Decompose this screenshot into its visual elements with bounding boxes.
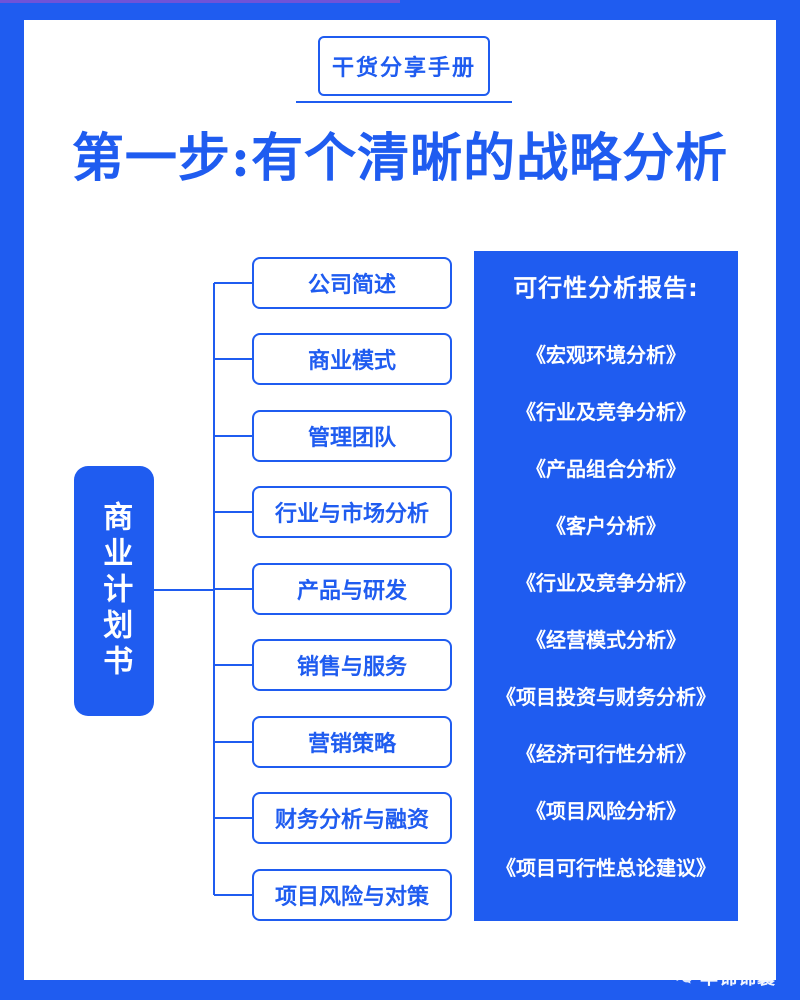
branch-product-rd: 产品与研发 (252, 563, 452, 615)
branch-business-model: 商业模式 (252, 333, 452, 385)
report-item: 《产品组合分析》 (526, 457, 686, 481)
report-item: 《经营模式分析》 (526, 628, 686, 652)
branch-project-risk-countermeasures: 项目风险与对策 (252, 869, 452, 921)
feasibility-report-list: 《宏观环境分析》 《行业及竞争分析》 《产品组合分析》 《客户分析》 《行业及竞… (474, 325, 738, 895)
branch-industry-market-analysis: 行业与市场分析 (252, 486, 452, 538)
watermark-text: 羊锦锦囊 (700, 968, 776, 989)
header-badge-text: 干货分享手册 (331, 56, 476, 81)
branch-financial-analysis-financing: 财务分析与融资 (252, 792, 452, 844)
feasibility-report-panel: 可行性分析报告: 《宏观环境分析》 《行业及竞争分析》 《产品组合分析》 《客户… (474, 251, 738, 921)
page-title: 第一步:有个清晰的战略分析 (71, 127, 729, 189)
report-item: 《项目投资与财务分析》 (496, 685, 716, 709)
chat-icon (675, 972, 692, 984)
header-badge-underline (296, 101, 512, 103)
top-accent-bar (0, 0, 400, 3)
report-item: 《客户分析》 (546, 514, 666, 538)
report-item: 《行业及竞争分析》 (516, 400, 696, 424)
branch-marketing-strategy: 营销策略 (252, 716, 452, 768)
branch-company-overview: 公司简述 (252, 257, 452, 309)
branch-management-team: 管理团队 (252, 410, 452, 462)
watermark: 羊锦锦囊 (674, 964, 776, 990)
branch-sales-service: 销售与服务 (252, 639, 452, 691)
report-item: 《行业及竞争分析》 (516, 571, 696, 595)
header-badge: 干货分享手册 (318, 36, 490, 96)
feasibility-report-heading: 可行性分析报告: (513, 274, 699, 302)
report-item: 《项目可行性总论建议》 (496, 856, 716, 880)
report-item: 《宏观环境分析》 (526, 343, 686, 367)
report-item: 《经济可行性分析》 (516, 742, 696, 766)
report-item: 《项目风险分析》 (526, 799, 686, 823)
business-plan-node: 商业计划书 (74, 466, 154, 716)
